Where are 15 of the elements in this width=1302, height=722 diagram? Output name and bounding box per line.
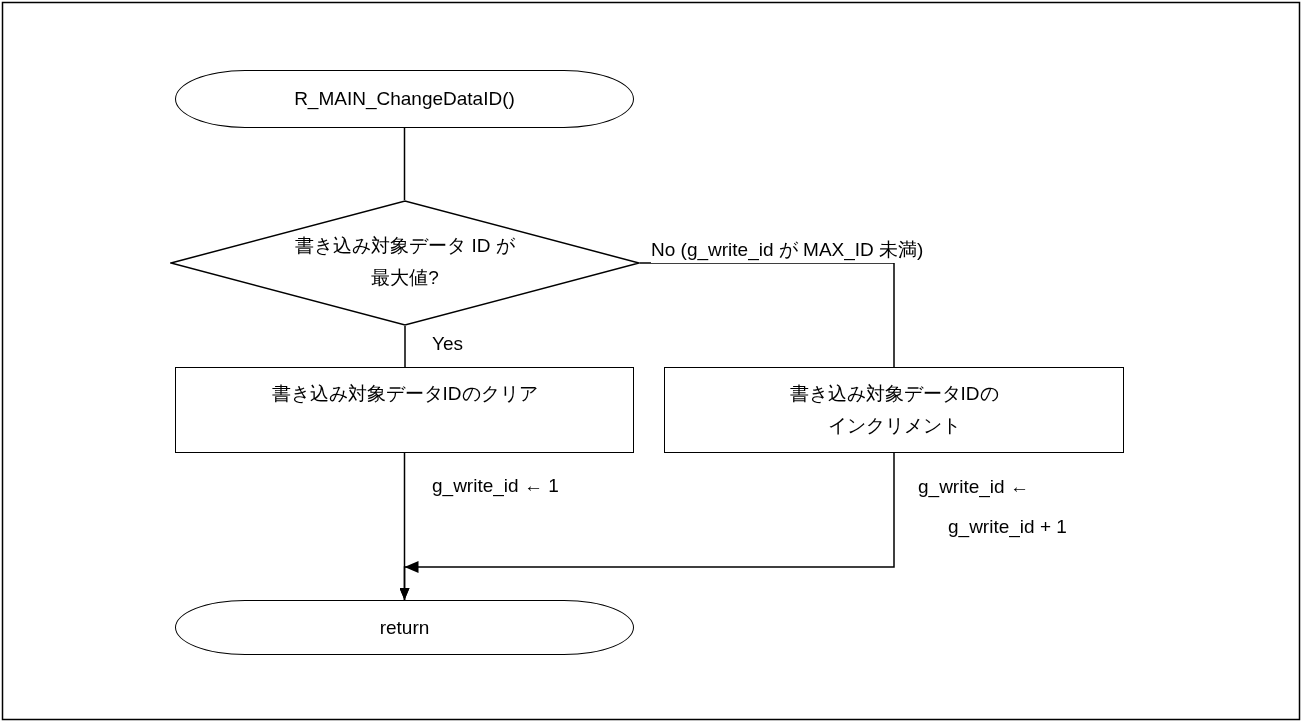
edge-label: No (g_write_id が MAX_ID 未満) (651, 237, 924, 263)
connector-line (404, 325, 406, 368)
node-text: 書き込み対象データIDのクリア (271, 382, 538, 406)
node-text: 書き込み対象データIDのインクリメント (788, 382, 1000, 438)
node-text: R_MAIN_ChangeDataID() (294, 87, 515, 112)
decision-diamond (170, 200, 640, 326)
assignment-text: g_write_id ← 1 (432, 474, 560, 499)
process-box (664, 367, 1124, 453)
node-text: 書き込み対象データ ID が最大値? (294, 234, 516, 290)
connector-line (403, 127, 406, 201)
assignment-text: g_write_id ← g_write_id + 1 (918, 475, 1068, 540)
process-box (175, 367, 634, 453)
arrow (399, 452, 895, 601)
node-text: return (379, 615, 430, 640)
connector-line (639, 262, 895, 368)
